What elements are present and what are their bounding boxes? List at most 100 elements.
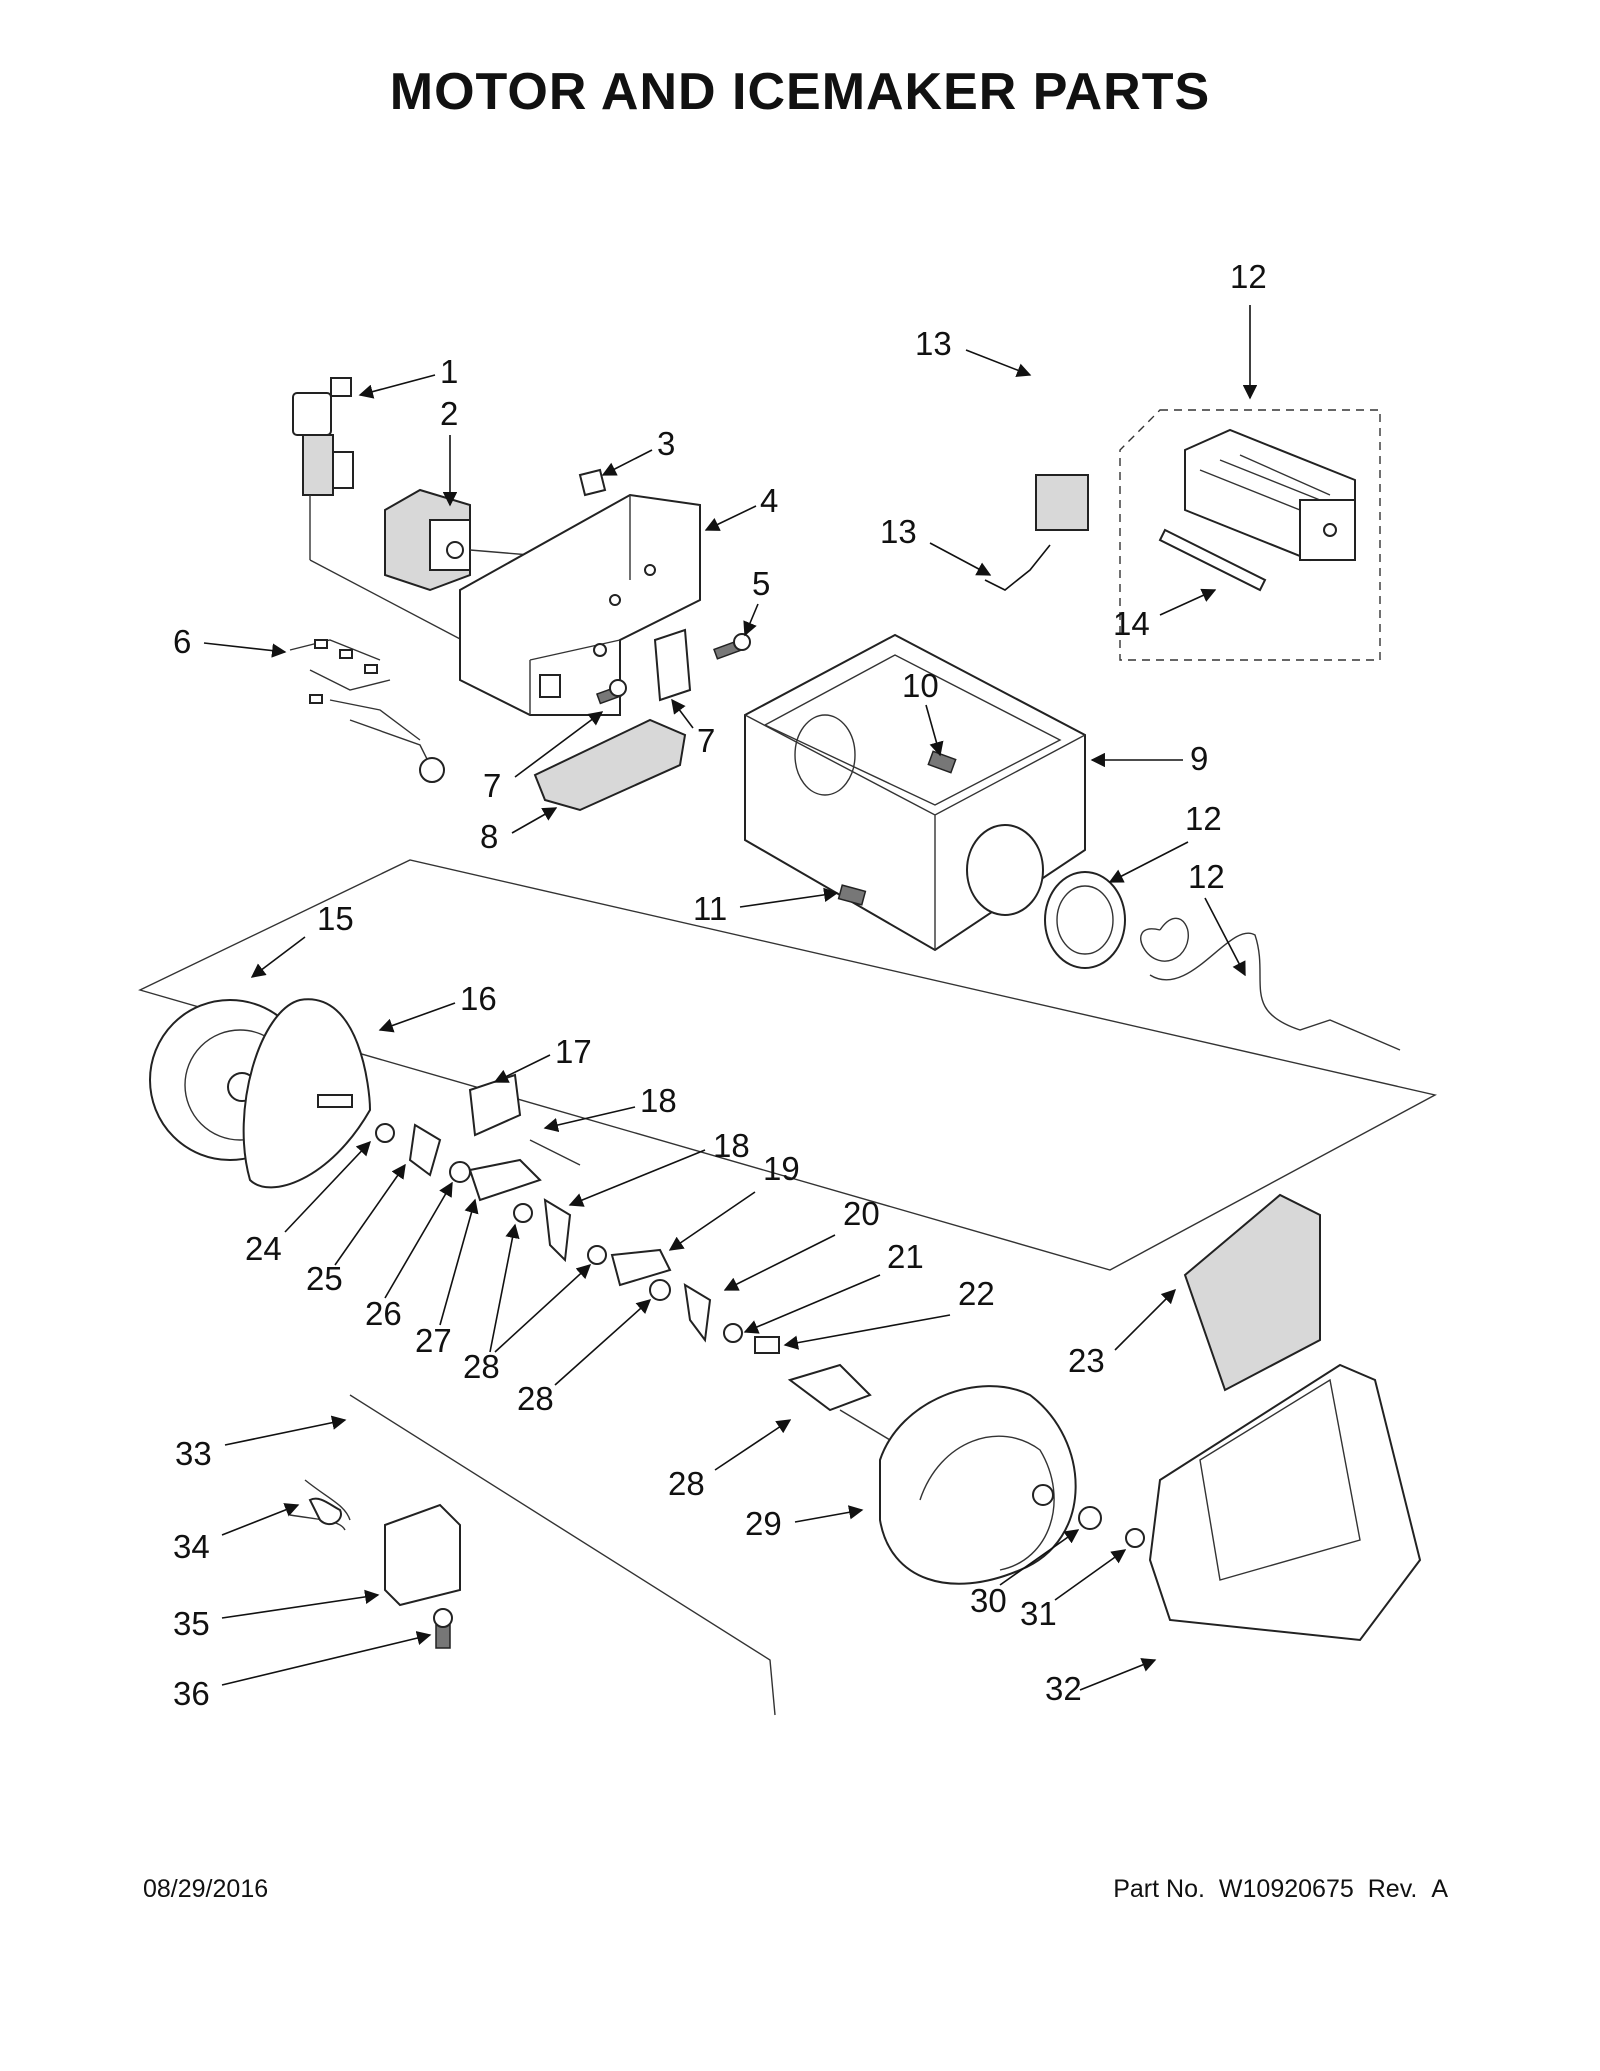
callout-30: 28 [668, 1419, 792, 1502]
callout-label: 4 [760, 482, 778, 519]
callout-label: 12 [1188, 858, 1225, 895]
callout-label: 19 [763, 1150, 800, 1187]
wire-harness-part [290, 640, 444, 782]
mount-bracket-part [655, 630, 690, 700]
callout-label: 25 [306, 1260, 343, 1297]
callout-label: 27 [415, 1322, 452, 1359]
callout-label: 7 [697, 722, 715, 759]
callout-12a: 24 [245, 1140, 371, 1267]
callout-label: 32 [1045, 1670, 1082, 1707]
callout-23: 16 [378, 980, 497, 1033]
callout-31: 30 [970, 1529, 1080, 1619]
callout-18a: 19 [668, 1150, 800, 1251]
callout-19: 17 [493, 1033, 592, 1083]
callout-6: 6 [173, 623, 287, 660]
callout-label: 12 [1230, 258, 1267, 295]
lower-left-parts [290, 1395, 775, 1715]
callout-14: 25 [306, 1163, 406, 1297]
callout-1: 4 [704, 482, 778, 531]
callout-label: 34 [173, 1528, 210, 1565]
switch-cover-part [535, 720, 685, 810]
callout-21: 12 [1188, 858, 1245, 977]
callout-label: 8 [480, 818, 498, 855]
rev-value: A [1431, 1875, 1448, 1903]
callout-13a: 26 [365, 1181, 453, 1332]
callout-label: 10 [902, 667, 939, 704]
callout-label: 6 [173, 623, 191, 660]
callout-label: 13 [880, 513, 917, 550]
callout-25: 33 [175, 1415, 347, 1472]
part-number: W10920675 [1218, 1875, 1354, 1903]
callout-label: 9 [1190, 740, 1208, 777]
callout-9: 32 [1045, 1658, 1157, 1707]
callout-label: 16 [460, 980, 497, 1017]
callout-11: 9 [1090, 740, 1208, 777]
callout-label: 22 [958, 1275, 995, 1312]
callout-label: 7 [483, 767, 501, 804]
housing-bracket-part [460, 495, 700, 715]
callout-32: 31 [1020, 1549, 1127, 1632]
rev-label: Rev. [1367, 1875, 1418, 1903]
callout-label: 20 [843, 1195, 880, 1232]
screw-part [597, 634, 750, 703]
callout-29: 29 [745, 1505, 864, 1542]
ice-bin-housing-part [745, 635, 1085, 950]
callout-label: 13 [915, 325, 952, 362]
callout-27: 35 [173, 1589, 380, 1642]
callout-12b: 28 [463, 1223, 592, 1385]
callout-label: 2 [440, 395, 458, 432]
callout-37: 13 [880, 513, 992, 575]
callout-label: 28 [668, 1465, 705, 1502]
footer-part-number: Part No. W10920675 Rev. A [1113, 1875, 1448, 1904]
callout-17: 21 [743, 1238, 924, 1334]
callout-28c: 36 [173, 1631, 432, 1712]
clip-part [580, 470, 605, 495]
callout-label: 1 [440, 353, 458, 390]
lower-housing-parts [790, 1195, 1420, 1640]
callout-label: 17 [555, 1033, 592, 1070]
callout-label: 3 [657, 425, 675, 462]
callout-label: 33 [175, 1435, 212, 1472]
callout-label: 30 [970, 1582, 1007, 1619]
callout-label: 12 [1185, 800, 1222, 837]
callout-24: 22 [783, 1275, 995, 1350]
callout-label: 15 [317, 900, 354, 937]
callout-2: 2 [440, 395, 458, 507]
callout-18b: 27 [415, 1198, 479, 1359]
callout-26: 34 [173, 1503, 300, 1565]
callout-label: 28 [517, 1380, 554, 1417]
callout-33: 12 [1108, 800, 1222, 882]
callout-34: 12 [1230, 258, 1267, 400]
callout-16: 20 [723, 1195, 880, 1290]
callout-35: 13 [915, 325, 1032, 377]
part-label: Part No. [1113, 1875, 1205, 1903]
callout-10: 23 [1068, 1288, 1177, 1379]
callout-label: 14 [1113, 605, 1150, 642]
motor-part [385, 490, 530, 590]
upper-assembly [290, 378, 750, 810]
callout-15: 18 [568, 1127, 750, 1207]
callout-20: 18 [543, 1082, 677, 1133]
callout-label: 18 [713, 1127, 750, 1164]
callout-label: 28 [463, 1348, 500, 1385]
callout-label: 18 [640, 1082, 677, 1119]
callout-4: 8 [480, 807, 558, 855]
page-title: MOTOR AND ICEMAKER PARTS [389, 63, 1211, 121]
callout-label: 31 [1020, 1595, 1057, 1632]
auger-assembly-outline [140, 860, 1435, 1270]
callout-label: 35 [173, 1605, 210, 1642]
callout-8: 7 [671, 698, 715, 759]
callout-label: 21 [887, 1238, 924, 1275]
callout-13b: 28 [517, 1299, 652, 1417]
callout-label: 23 [1068, 1342, 1105, 1379]
callout-3: 1 [358, 353, 458, 399]
crusher-parts [150, 999, 779, 1353]
callout-label: 24 [245, 1230, 282, 1267]
callout-5: 3 [601, 425, 675, 475]
callout-22: 15 [250, 900, 354, 978]
callout-28b: 11 [693, 887, 839, 927]
callout-36: 14 [1113, 588, 1217, 642]
callout-label: 36 [173, 1675, 210, 1712]
callout-label: 11 [693, 890, 727, 927]
